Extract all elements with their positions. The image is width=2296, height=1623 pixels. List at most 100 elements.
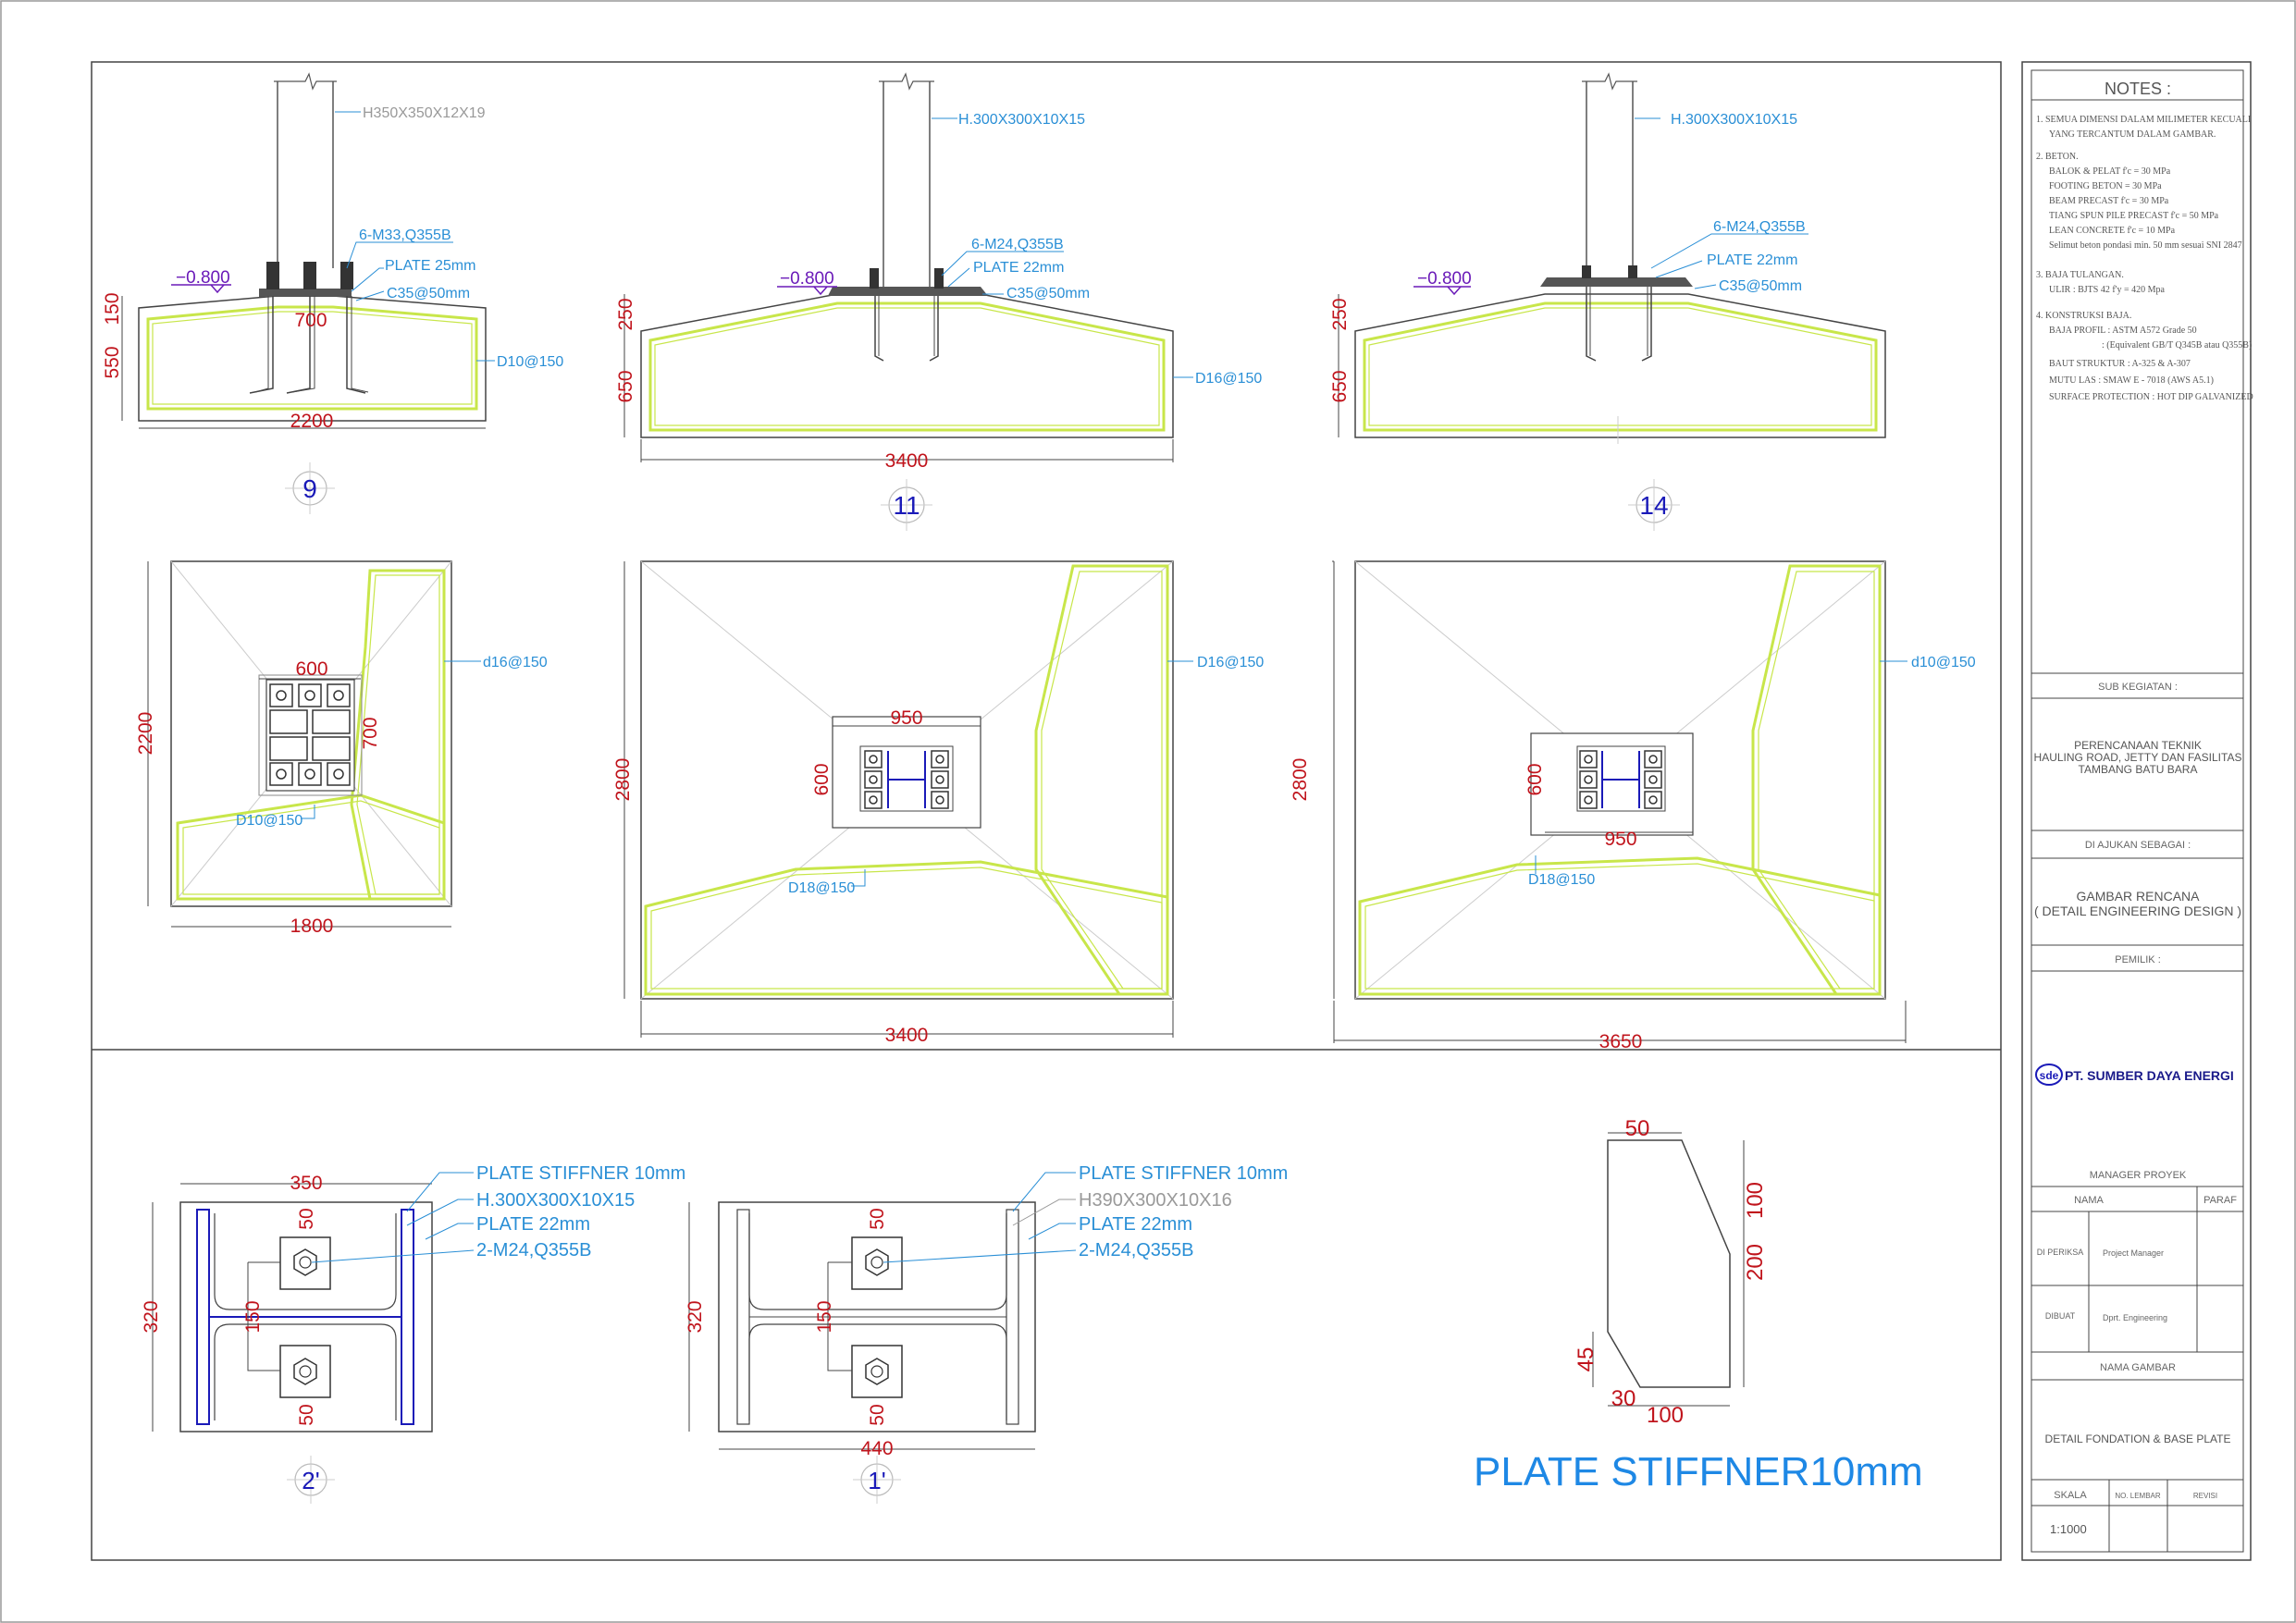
skala-value: 1:1000 (2050, 1522, 2087, 1536)
label-plate: PLATE 22mm (476, 1214, 590, 1235)
dim-30: 30 (1611, 1386, 1636, 1411)
dim-top: 250 (615, 298, 636, 330)
section-11: −0.800 H.300X300X10X15 6-M24,Q355B PLATE… (615, 72, 1262, 531)
dim-side: 550 (102, 346, 123, 378)
stiffener-title: PLATE STIFFNER10mm (1474, 1449, 1923, 1494)
note-line: LEAN CONCRETE f'c = 10 MPa (2049, 226, 2176, 236)
note-line: 4. KONSTRUKSI BAJA. (2036, 311, 2131, 321)
dim-plate-h: 600 (1524, 763, 1546, 795)
bolt-label: 6-M24,Q355B (1713, 219, 1806, 235)
pemilik-label: PEMILIK : (2115, 954, 2161, 965)
note-line: BAUT STRUKTUR : A-325 & A-307 (2049, 359, 2191, 369)
dim-side: 650 (1329, 370, 1351, 402)
label-bolt: 2-M24,Q355B (476, 1240, 592, 1260)
company-name: PT. SUMBER DAYA ENERGI (2065, 1068, 2234, 1083)
dim-50: 50 (1625, 1116, 1650, 1141)
diperiksa-label: DI PERIKSA (2037, 1248, 2084, 1257)
dim-100-h: 100 (1647, 1403, 1684, 1428)
sub-kegiatan-line: PERENCANAAN TEKNIK (2074, 739, 2202, 752)
company-logo: sde (2035, 1064, 2063, 1086)
elevation-label: −0.800 (1417, 269, 1472, 289)
rebar-bottom: D10@150 (236, 813, 302, 829)
section-14: −0.800 H.300X300X10X15 6-M24,Q355B PLATE… (1329, 72, 1886, 531)
dim-plate-w: 950 (1604, 829, 1636, 850)
dim-h: 2800 (1290, 758, 1311, 802)
dim-50-top: 50 (296, 1208, 317, 1229)
cover-label: C35@50mm (1719, 278, 1802, 294)
revisi-label: REVISI (2193, 1492, 2217, 1500)
dim-width: 2200 (290, 411, 334, 432)
dim-w: 3650 (1599, 1031, 1643, 1052)
dim-top: 150 (102, 292, 123, 325)
note-line: BAJA PROFIL : ASTM A572 Grade 50 (2049, 326, 2197, 336)
diajukan-line: ( DETAIL ENGINEERING DESIGN ) (2034, 904, 2241, 918)
title-block: NOTES : 1. SEMUA DIMENSI DALAM MILIMETER… (2021, 61, 2253, 1561)
bolt-label: 6-M24,Q355B (971, 237, 1064, 252)
nama-label: NAMA (2074, 1195, 2104, 1206)
section-bubble: 14 (1639, 491, 1668, 520)
dim-h: 2200 (135, 712, 156, 756)
note-line: SURFACE PROTECTION : HOT DIP GALVANIZED (2049, 392, 2253, 402)
bubble: 1' (868, 1467, 885, 1494)
diajukan-label: DI AJUKAN SEBAGAI : (2085, 840, 2191, 851)
note-line: 3. BAJA TULANGAN. (2036, 270, 2124, 280)
nama-gambar-label: NAMA GAMBAR (2100, 1362, 2176, 1373)
diajukan-line: GAMBAR RENCANA (2076, 889, 2200, 904)
label-stiffener: PLATE STIFFNER 10mm (1079, 1163, 1288, 1184)
dim-150: 150 (242, 1300, 264, 1333)
plan-14: d10@150 D18@150 950 600 2800 3650 (1290, 560, 1976, 1052)
sub-kegiatan-label: SUB KEGIATAN : (2098, 682, 2178, 693)
plate-label: PLATE 25mm (385, 258, 475, 274)
dibuat-label: DIBUAT (2045, 1311, 2076, 1321)
column-label: H350X350X12X19 (363, 105, 486, 121)
section-bubble: 11 (893, 491, 920, 520)
bolt-label: 6-M33,Q355B (359, 227, 451, 243)
column-label: H.300X300X10X15 (1671, 112, 1797, 128)
plate-label: PLATE 22mm (1707, 252, 1797, 268)
dim-height: 320 (141, 1300, 162, 1333)
dim-45: 45 (1574, 1347, 1599, 1372)
logo-text: sde (2040, 1069, 2059, 1082)
note-line: YANG TERCANTUM DALAM GAMBAR. (2049, 129, 2216, 140)
notes-title: NOTES : (2105, 80, 2171, 98)
plate-stiffener-detail: 50 100 200 45 30 100 PLATE STIFFNER10mm (1474, 1116, 1923, 1494)
drawing-frame (91, 61, 2002, 1561)
sub-kegiatan-line: TAMBANG BATU BARA (2079, 763, 2198, 776)
note-line: ULIR : BJTS 42 f'y = 420 Mpa (2049, 285, 2166, 295)
rebar-label: D16@150 (1195, 371, 1262, 387)
label-column: H390X300X10X16 (1079, 1190, 1232, 1211)
note-line: BALOK & PELAT f'c = 30 MPa (2049, 166, 2171, 177)
dim-50-bottom: 50 (867, 1404, 888, 1425)
note-line: Selimut beton pondasi min. 50 mm sesuai … (2049, 240, 2242, 251)
diperiksa-value: Project Manager (2103, 1248, 2164, 1258)
dim-h: 2800 (612, 758, 634, 802)
bubble: 2' (302, 1467, 319, 1494)
dim-plate-w: 950 (890, 707, 922, 729)
dim-w: 1800 (290, 916, 334, 937)
note-line: 1. SEMUA DIMENSI DALAM MILIMETER KECUALI (2036, 115, 2251, 125)
dim-150: 150 (814, 1300, 835, 1333)
section-bubble: 9 (302, 474, 317, 503)
note-line: FOOTING BETON = 30 MPa (2049, 181, 2162, 191)
note-line: BEAM PRECAST f'c = 30 MPa (2049, 196, 2169, 206)
dim-w: 3400 (885, 1025, 929, 1046)
dim-plate-h: 700 (360, 717, 381, 749)
rebar-bottom: D18@150 (788, 880, 855, 896)
dim-200: 200 (1743, 1244, 1768, 1281)
dim-side: 650 (615, 370, 636, 402)
note-line: 2. BETON. (2036, 152, 2079, 162)
sub-kegiatan-line: HAULING ROAD, JETTY DAN FASILITAS (2034, 751, 2242, 764)
cover-label: C35@50mm (387, 286, 470, 301)
manager-label: MANAGER PROYEK (2090, 1170, 2187, 1181)
section-9: −0.800 H350X350X12X19 6-M33,Q355B PLATE … (102, 72, 563, 514)
rebar-bottom: D18@150 (1528, 872, 1595, 888)
dim-plate-w: 600 (295, 658, 327, 680)
note-line: : (Equivalent GB/T Q345B atau Q355B) (2102, 340, 2252, 350)
rebar-right: d10@150 (1911, 655, 1976, 670)
dim-plate-h: 600 (811, 763, 833, 795)
label-column: H.300X300X10X15 (476, 1190, 635, 1211)
elevation-label: −0.800 (780, 269, 834, 289)
elevation-label: −0.800 (176, 268, 230, 288)
